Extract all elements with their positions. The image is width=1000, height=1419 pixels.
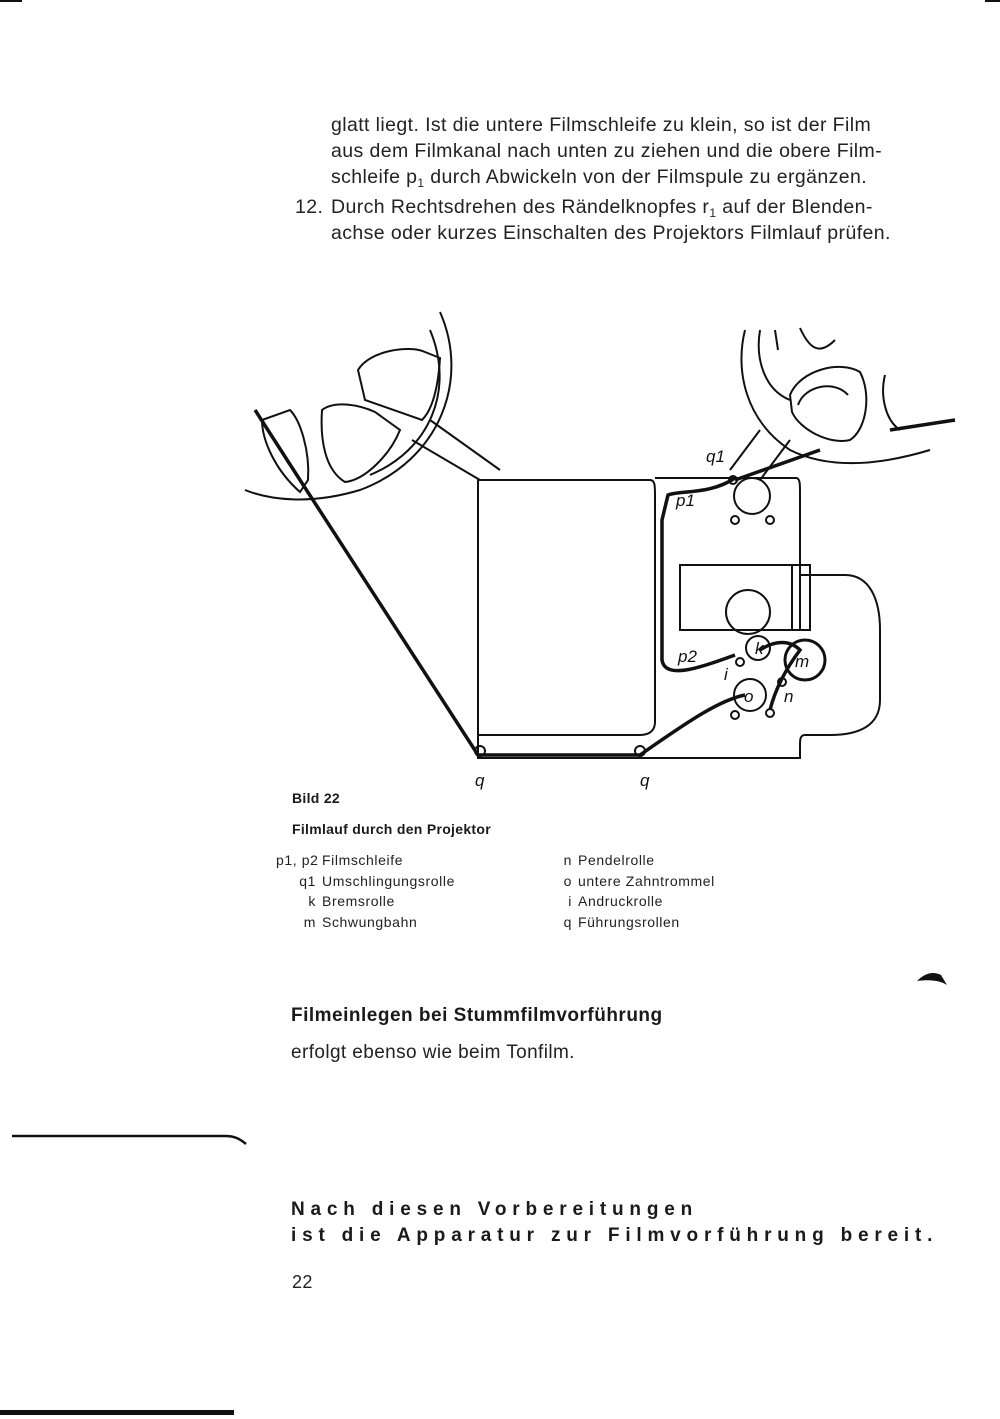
paragraph-line: glatt liegt. Ist die untere Filmschleife… xyxy=(331,114,872,136)
legend-item: o untere Zahntrommel xyxy=(560,871,715,892)
right-reel-hub-inner xyxy=(797,385,849,406)
legend-item: n Pendelrolle xyxy=(560,850,715,871)
legend-text: Pendelrolle xyxy=(578,852,655,868)
roller-q1 xyxy=(733,477,771,515)
text-segment: Durch Rechtsdrehen des Rändelknopfes r xyxy=(331,196,710,218)
label-k: k xyxy=(755,639,765,658)
label-q-right: q xyxy=(640,771,650,790)
paragraph-line: aus dem Filmkanal nach unten zu ziehen u… xyxy=(331,140,883,162)
paragraph-line: achse oder kurzes Einschalten des Projek… xyxy=(331,222,891,244)
roller-o xyxy=(733,678,767,712)
roller-small xyxy=(730,710,740,720)
roller-small xyxy=(728,475,738,485)
page-number: 22 xyxy=(292,1272,313,1292)
left-reel-rim-inner xyxy=(369,329,441,476)
legend-right: n Pendelrolle o untere Zahntrommel i Andruc… xyxy=(560,850,715,932)
text-segment: schleife p xyxy=(331,166,418,188)
lens-tube xyxy=(679,564,801,631)
legend-text: Andruckrolle xyxy=(578,893,664,909)
label-p1: p1 xyxy=(675,491,695,510)
film-strip xyxy=(660,476,736,673)
scan-mark-top-left xyxy=(0,0,22,2)
section-heading: Filmeinlegen bei Stummfilmvorführung xyxy=(291,1005,663,1026)
text-segment: auf der Blenden- xyxy=(716,196,873,218)
legend-item: i Andruckrolle xyxy=(560,891,715,912)
legend-text: Umschlingungsrolle xyxy=(322,872,455,889)
film-strip xyxy=(253,409,746,757)
left-reel-spoke-window xyxy=(356,348,442,422)
section-text: erfolgt ebenso wie beim Tonfilm. xyxy=(291,1042,575,1063)
subscript: 1 xyxy=(709,206,717,220)
film-strip xyxy=(734,448,821,482)
right-reel-rim-inner xyxy=(757,329,791,401)
label-p2: p2 xyxy=(677,647,697,666)
legend-key: q1 xyxy=(299,872,316,889)
legend-key: m xyxy=(303,913,316,930)
closing-line: Nach diesen Vorbereitungen xyxy=(291,1199,699,1220)
film-strip xyxy=(759,640,803,711)
paragraph-line: schleife p1 durch Abwickeln von der Film… xyxy=(331,166,867,190)
legend-text: Filmschleife xyxy=(322,852,404,868)
step-number: 12. xyxy=(295,196,324,218)
projector-film-path-diagram: q1 p1 p2 k i m o n q q xyxy=(244,311,956,790)
legend-text: untere Zahntrommel xyxy=(578,872,715,889)
roller-k xyxy=(745,635,771,661)
legend-key: i xyxy=(568,893,572,909)
text-segment: durch Abwickeln von der Filmspule zu erg… xyxy=(424,166,868,188)
roller-small xyxy=(765,515,775,525)
legend-text: Schwungbahn xyxy=(322,913,418,930)
bottom-rule xyxy=(0,1410,234,1415)
right-reel-spoke xyxy=(882,374,901,431)
roller-small xyxy=(777,677,787,687)
left-reel-rim xyxy=(244,311,453,501)
label-o: o xyxy=(744,687,753,706)
film-strip-right xyxy=(889,418,956,432)
roller-small xyxy=(765,708,775,718)
figure-number: Bild 22 xyxy=(292,790,341,806)
sprocket-drum xyxy=(725,589,771,635)
left-reel-spoke-window xyxy=(320,403,402,484)
roller-small xyxy=(735,657,745,667)
right-reel-spoke xyxy=(774,327,836,351)
scan-mark-top-right xyxy=(985,0,1000,2)
legend-item: q1 Umschlingungsrolle xyxy=(276,871,455,892)
paragraph-line: Durch Rechtsdrehen des Rändelknopfes r1 … xyxy=(331,196,873,220)
right-reel-rim xyxy=(740,329,931,465)
right-reel-hub xyxy=(788,365,868,442)
projector-housing xyxy=(477,479,656,736)
label-i: i xyxy=(724,665,729,684)
guide-roller-q xyxy=(474,745,486,757)
mechanism-housing xyxy=(477,477,881,759)
left-reel-arm xyxy=(411,419,501,481)
legend-text: Bremsrolle xyxy=(322,893,395,909)
legend-item: k Bremsrolle xyxy=(276,891,455,912)
subscript: 1 xyxy=(417,176,425,190)
left-reel-spoke-window xyxy=(260,408,310,494)
legend-key: q xyxy=(563,913,572,930)
legend-text: Führungsrollen xyxy=(578,913,680,930)
roller-small xyxy=(730,515,740,525)
label-n: n xyxy=(784,687,793,706)
legend-key: p1, p2 xyxy=(276,852,319,868)
label-q1: q1 xyxy=(706,447,725,466)
right-reel-arm xyxy=(729,429,791,481)
label-q-left: q xyxy=(475,771,485,790)
roller-m xyxy=(783,638,827,682)
legend-key: n xyxy=(563,852,572,868)
legend-item: m Schwungbahn xyxy=(276,912,455,933)
legend-key: k xyxy=(308,893,316,909)
legend-item: q Führungsrollen xyxy=(560,912,715,933)
figure-title: Filmlauf durch den Projektor xyxy=(292,821,491,837)
closing-line: ist die Apparatur zur Filmvorführung ber… xyxy=(291,1225,939,1246)
margin-mark xyxy=(917,973,947,985)
label-m: m xyxy=(795,652,809,671)
legend-key: o xyxy=(563,872,572,889)
margin-rule xyxy=(12,1134,247,1145)
guide-roller-q xyxy=(634,745,646,757)
lens-front xyxy=(791,564,811,631)
